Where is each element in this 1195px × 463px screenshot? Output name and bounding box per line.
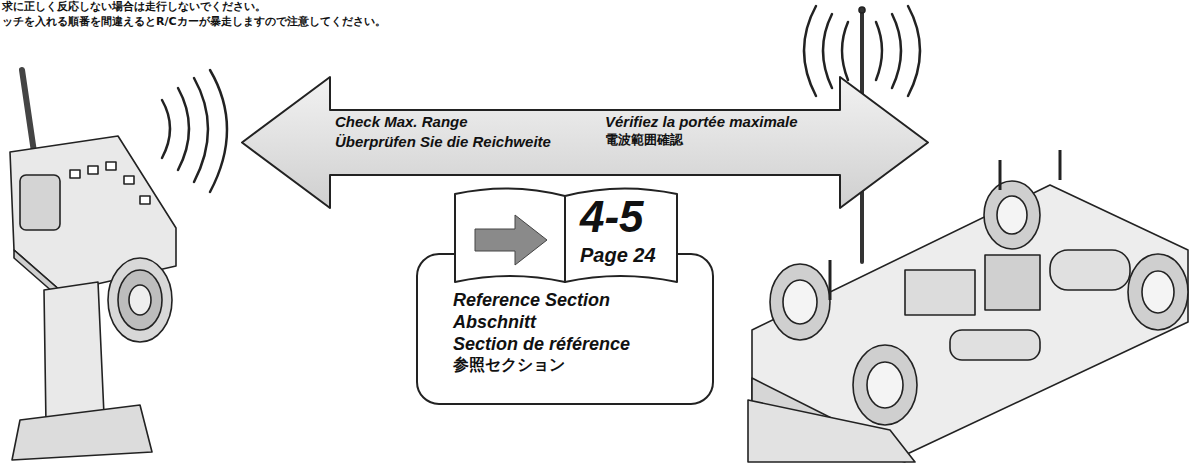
reference-text: 参照セクション xyxy=(453,356,565,374)
rc-car xyxy=(748,7,1188,462)
range-text: 電波範囲確認 xyxy=(605,133,683,148)
reference-text: Section de référence xyxy=(453,334,630,355)
range-text: Check Max. Range xyxy=(335,113,468,130)
range-arrow: Check Max. RangeÜberprüfen Sie die Reich… xyxy=(240,75,930,210)
page-number: Page 24 xyxy=(580,244,656,267)
radio-waves xyxy=(162,70,227,192)
section-number: 4-5 xyxy=(580,192,644,243)
range-text: Vérifiez la portée maximale xyxy=(605,113,798,130)
note-text: 求に正しく反応しない場合は走行しないでください。 xyxy=(2,0,266,13)
transmitter xyxy=(10,70,176,460)
reference-callout: 4-5Page 24 Reference SectionAbschnittSect… xyxy=(415,182,715,407)
range-text: Überprüfen Sie die Reichweite xyxy=(335,133,551,150)
reference-text: Abschnitt xyxy=(453,312,536,333)
note-text: ッチを入れる順番を間違えるとR/Cカーが暴走しますので注意してください。 xyxy=(2,15,386,28)
reference-text: Reference Section xyxy=(453,290,610,311)
radio-waves xyxy=(804,6,920,96)
